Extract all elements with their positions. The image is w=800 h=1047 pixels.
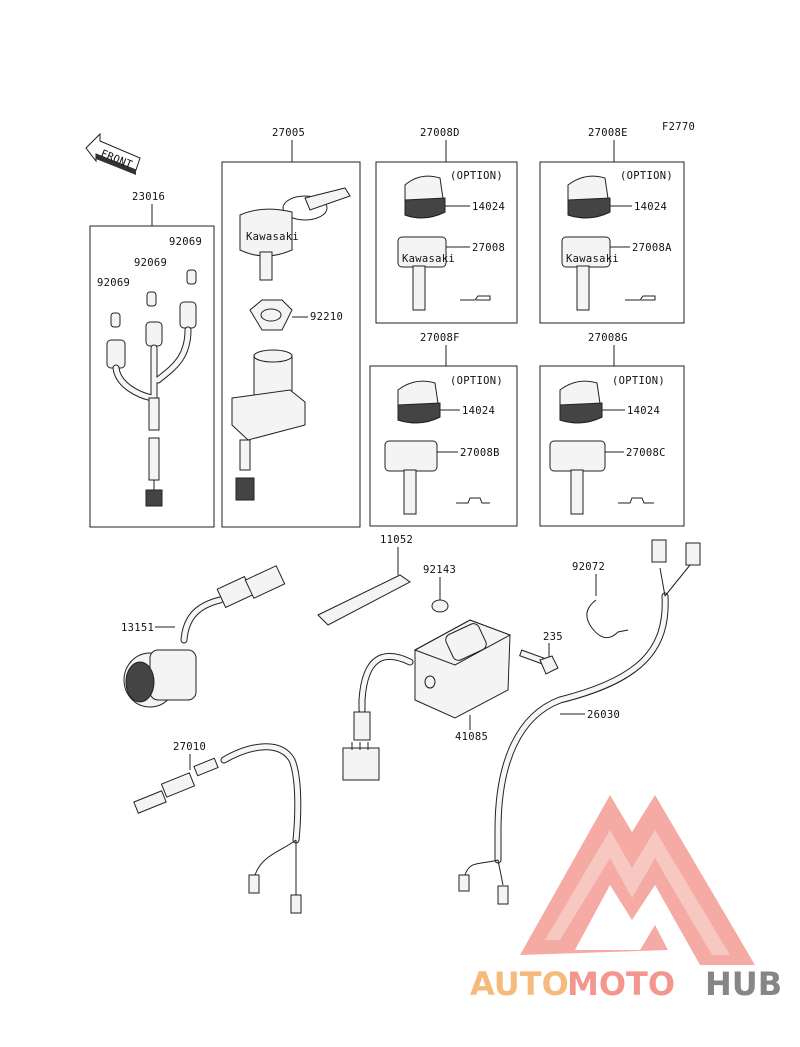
key-set-27008E: 14024 Kawasaki 27008A [561,175,672,311]
label-27005: 27005 [272,127,305,139]
label-27008A: 27008A [632,242,672,254]
label-14024-D: 14024 [472,201,505,213]
label-11052: 11052 [380,534,413,546]
wiring-harness-26030 [458,539,701,905]
label-14024-E: 14024 [634,201,667,213]
label-23016: 23016 [132,191,165,203]
label-92143: 92143 [423,564,456,576]
label-92069-b: 92069 [134,257,167,269]
label-27008B: 27008B [460,447,500,459]
label-235: 235 [543,631,563,643]
label-27010: 27010 [173,741,206,753]
label-14024-F: 14024 [462,405,495,417]
box-27008F [369,365,518,527]
key-set-27008F: 14024 27008B [384,380,500,515]
label-27008F: 27008F [420,332,460,344]
figure-code: F2770 [662,121,695,133]
box-27008G [539,365,685,527]
horn-13151 [123,565,286,708]
option-label-G: (OPTION) [612,375,665,387]
label-14024-G: 14024 [627,405,660,417]
label-27008D: 27008D [420,127,460,139]
bracket-11052 [317,574,411,626]
watermark-hub: HUB [705,965,782,1003]
washer-92143 [431,599,449,613]
label-92069-c: 92069 [97,277,130,289]
relay-41085 [342,619,512,781]
ignition-switch-27005: Kawasaki 92210 [231,187,351,501]
label-92072: 92072 [572,561,605,573]
label-41085: 41085 [455,731,488,743]
option-label-F: (OPTION) [450,375,503,387]
watermark-auto: AUTO [470,965,569,1003]
label-92069-a: 92069 [169,236,202,248]
label-26030: 26030 [587,709,620,721]
bolt-235 [519,649,559,675]
label-27008E: 27008E [588,127,628,139]
box-27008E [539,161,685,324]
svg-text:Kawasaki: Kawasaki [402,253,455,265]
label-92210: 92210 [310,311,343,323]
label-13151: 13151 [121,622,154,634]
box-23016 [89,225,215,528]
watermark-logo: AUTO MOTO HUB [470,795,782,1003]
sensor-27010 [133,743,302,914]
box-27005 [221,161,361,528]
wiring-harness-23016 [106,269,197,507]
label-27008C: 27008C [626,447,666,459]
clamp-92072 [586,599,629,639]
watermark-moto: MOTO [567,965,675,1003]
option-label-E: (OPTION) [620,170,673,182]
label-27008: 27008 [472,242,505,254]
key-head-brand: Kawasaki [246,231,299,243]
label-27008G: 27008G [588,332,628,344]
key-set-27008D: 14024 Kawasaki 27008 [397,175,505,311]
svg-text:Kawasaki: Kawasaki [566,253,619,265]
key-set-27008G: 14024 27008C [549,380,666,515]
box-27008D [375,161,518,324]
front-arrow-icon: FRONT [85,132,141,175]
option-label-D: (OPTION) [450,170,503,182]
